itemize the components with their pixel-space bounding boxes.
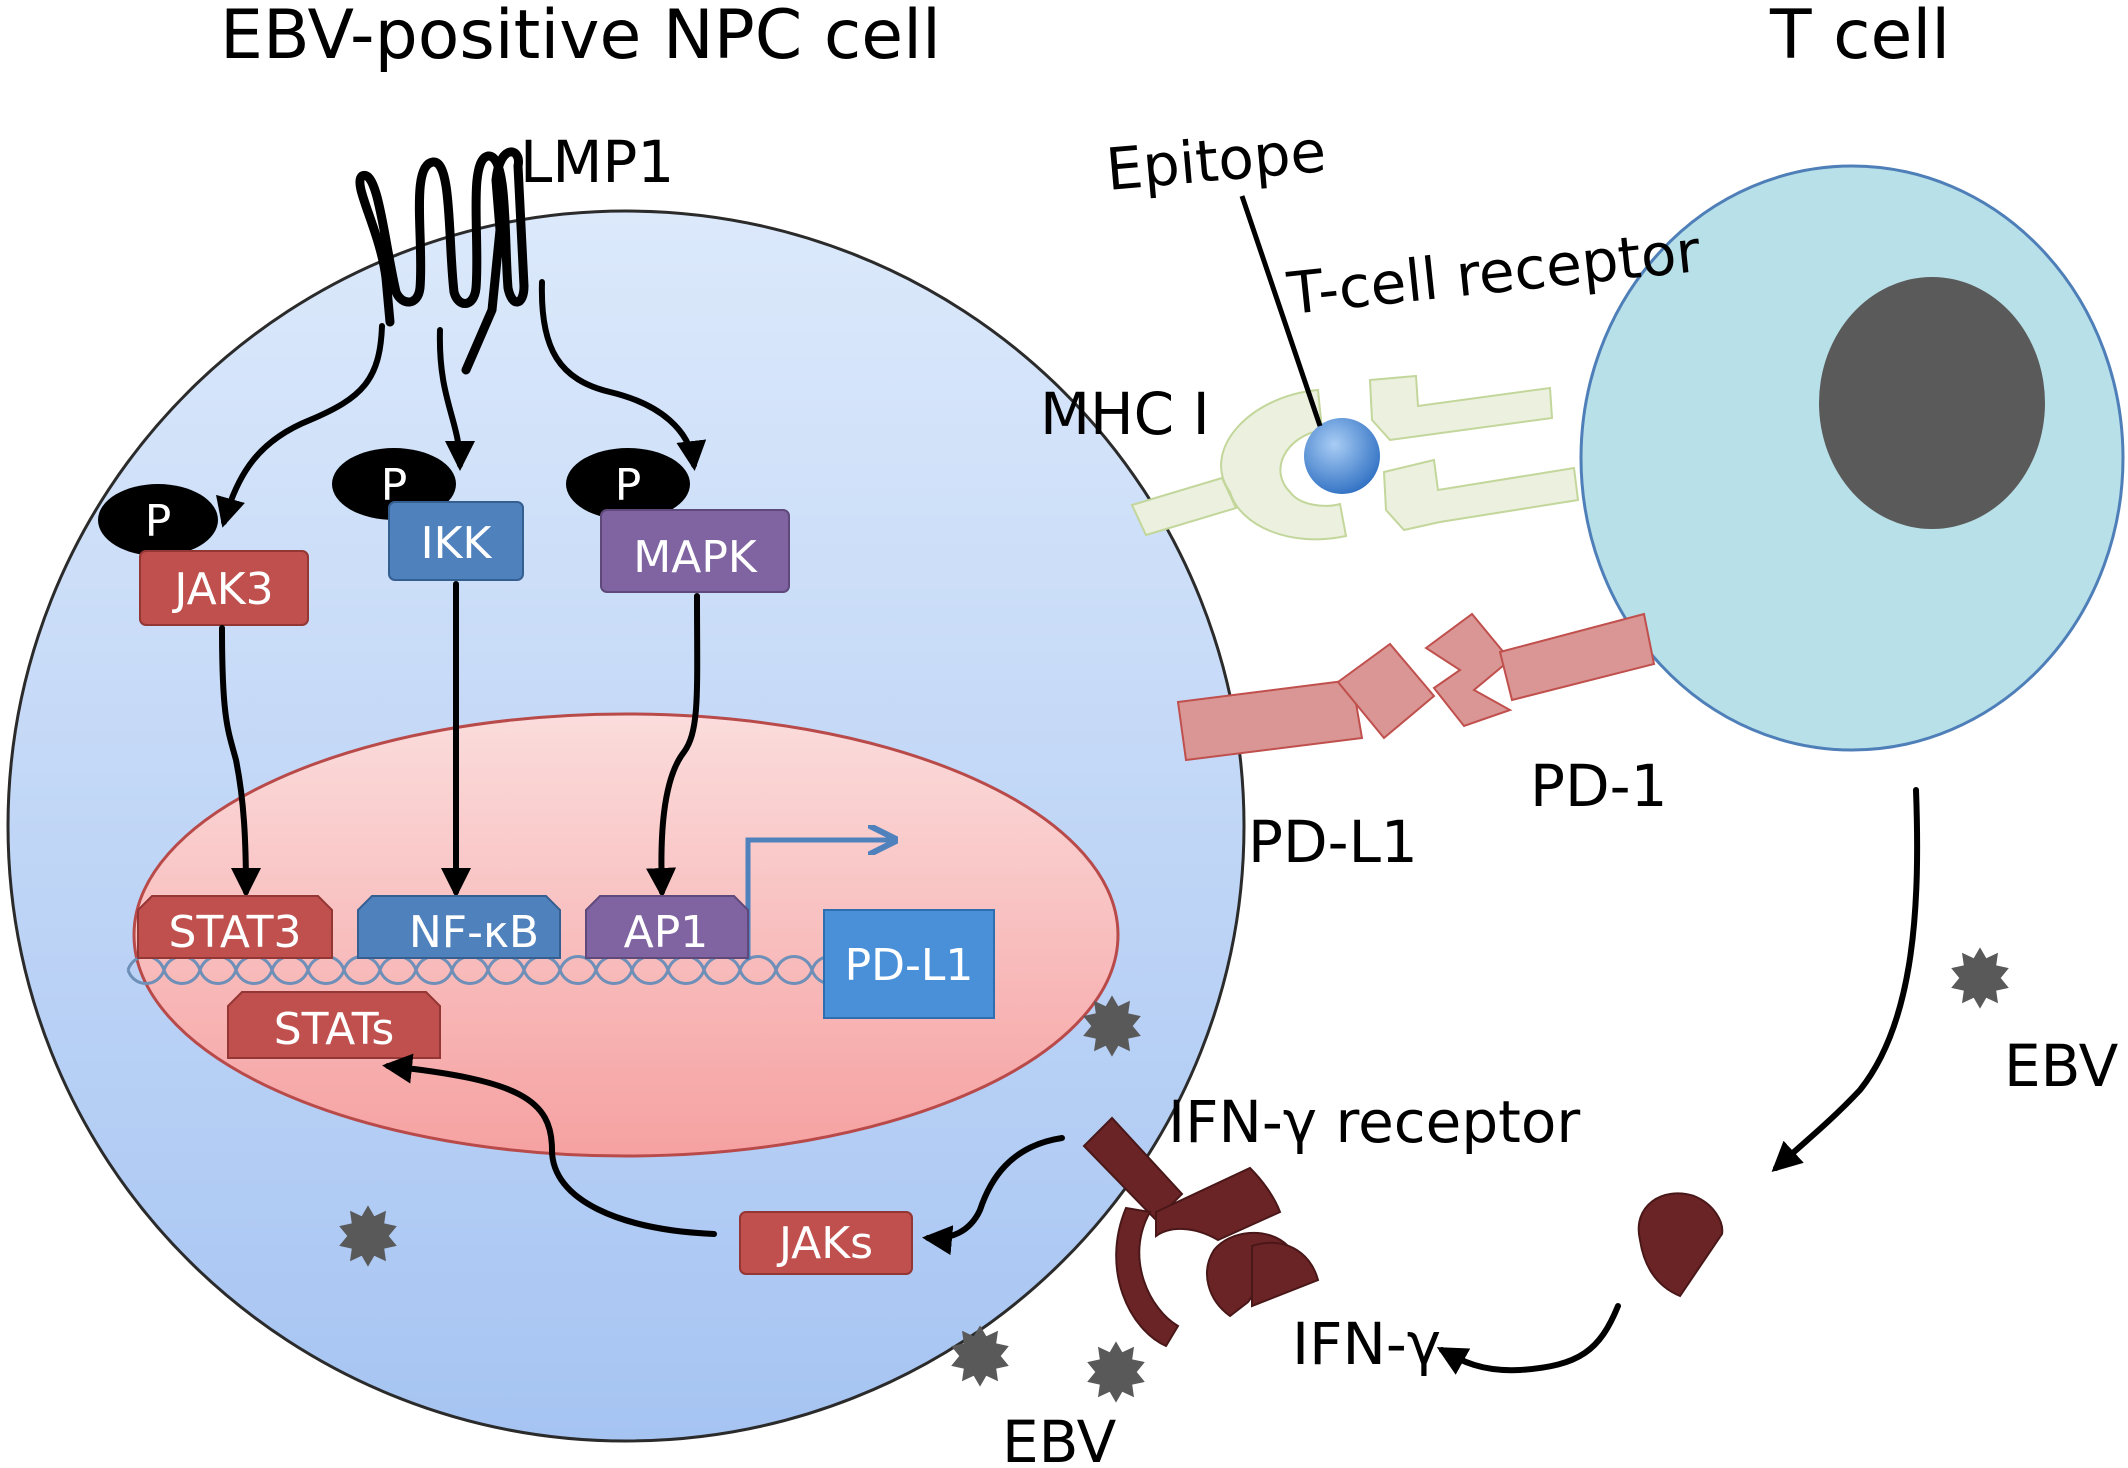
arrow-ifng-to-receptor [1436, 1303, 1621, 1375]
epitope-pointer [1239, 195, 1323, 427]
mapk-label: MAPK [633, 532, 758, 583]
epitope-label: Epitope [1103, 117, 1328, 204]
ap1-label: AP1 [624, 907, 709, 958]
arrow-lmp1-to-mapk [538, 279, 707, 471]
pdl1-gene-box: PD-L1 [823, 909, 995, 1019]
phospho-mapk-label: P [615, 460, 642, 511]
stat3-label: STAT3 [169, 907, 302, 958]
lmp1-protein [355, 147, 529, 375]
ebv-label-right: EBV [2004, 1032, 2119, 1100]
pdl1-protein [1176, 642, 1436, 762]
ikk-label: IKK [421, 518, 493, 569]
pd1-protein [1424, 612, 1656, 728]
phospho-jak3-label: P [145, 496, 172, 547]
stats-label: STATs [274, 1004, 395, 1055]
t-cell [1579, 164, 2125, 752]
ebv-particle-icon [1087, 1341, 1145, 1403]
ifng-receptor [1082, 1116, 1282, 1348]
ap1-box: AP1 [585, 895, 749, 959]
jak3-label: JAK3 [171, 564, 273, 615]
mhc1-label: MHC I [1040, 380, 1210, 448]
arrow-ifngr-to-jaks [922, 1135, 1065, 1256]
jak3-box: JAK3 [139, 550, 309, 626]
stats-box: STATs [227, 991, 441, 1059]
jaks-label: JAKs [776, 1218, 873, 1269]
pdl1-gene-label: PD-L1 [845, 940, 974, 991]
arrow-lmp1-to-ikk [436, 327, 475, 471]
ifng-bound-half [1251, 1241, 1320, 1308]
dna-strand [126, 955, 850, 985]
ifng-secreted [1637, 1192, 1724, 1298]
phospho-mapk: P [566, 448, 690, 520]
jaks-box: JAKs [739, 1211, 913, 1275]
pd1-label: PD-1 [1530, 752, 1667, 820]
arrow-lmp1-to-jak3 [216, 323, 385, 528]
t-cell-title: T cell [1769, 0, 1950, 75]
tcell-receptor [1368, 374, 1580, 532]
lmp1-label: LMP1 [520, 128, 674, 196]
npc-cell-title: EBV-positive NPC cell [220, 0, 941, 75]
phospho-jak3: P [98, 484, 218, 556]
ikk-box: IKK [388, 501, 524, 581]
nfkb-box: NF-κB [357, 895, 561, 959]
ifng-label: IFN-γ [1292, 1310, 1441, 1378]
ebv-label-bottom: EBV [1002, 1408, 1117, 1468]
arrow-tcell-secretes-ifng [1771, 787, 1921, 1173]
ifng-receptor-label: IFN-γ receptor [1168, 1088, 1580, 1156]
t-cell-nucleus [1819, 277, 2045, 529]
arrow-mapk-to-ap1 [646, 593, 701, 898]
pdl1-membrane-label: PD-L1 [1248, 808, 1418, 876]
mhc1-complex [1130, 388, 1348, 541]
epitope [1304, 418, 1380, 494]
mhc1-protein [1220, 388, 1348, 541]
nfkb-label: NF-κB [409, 907, 539, 958]
mapk-box: MAPK [600, 509, 790, 593]
arrow-jaks-to-stats [382, 1053, 717, 1237]
ebv-particle-icon [1951, 947, 2009, 1009]
arrow-jak3-to-stat3 [219, 625, 261, 898]
stat3-box: STAT3 [137, 895, 333, 959]
